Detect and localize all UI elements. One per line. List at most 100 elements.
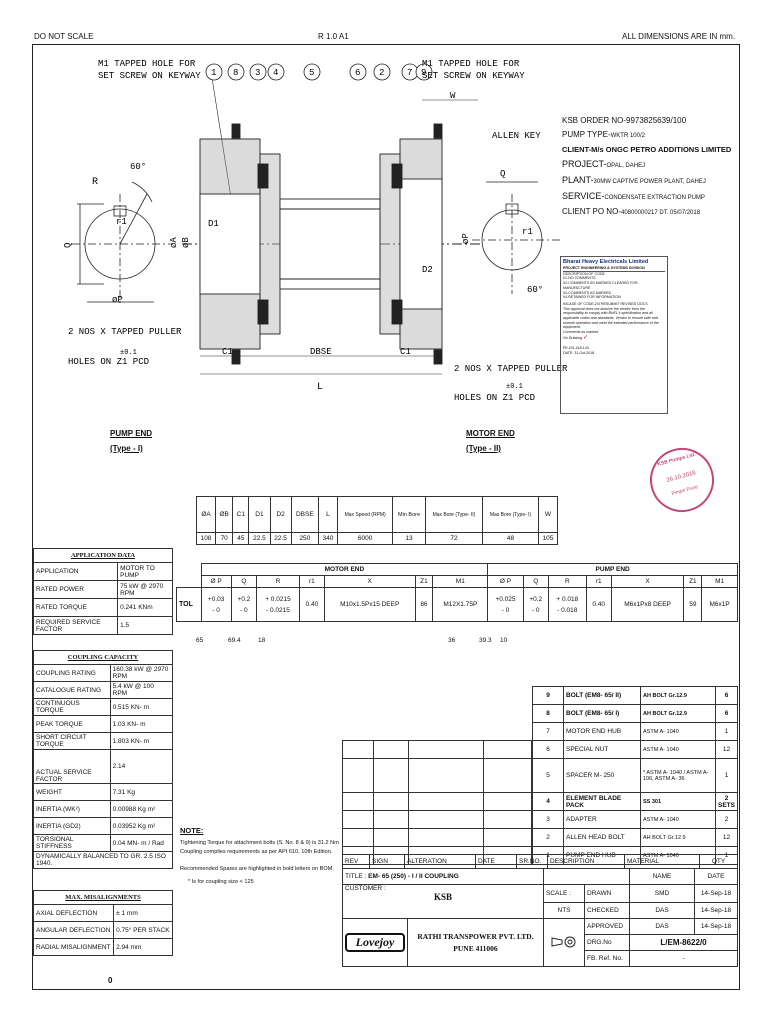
- bom-material: * ASTM A- 1040 / ASTM A- 106, ASTM A- 36: [640, 758, 716, 793]
- tol-head: X: [610, 575, 685, 588]
- dim-dbse: DBSE: [310, 347, 332, 357]
- bom-desc: MOTOR END HUB: [563, 722, 641, 741]
- logo-cell: Lovejoy: [342, 918, 408, 967]
- bhel-on-drawing: On Drawing ✓: [563, 334, 589, 341]
- customer-cell: CUSTOMER :KSB: [342, 884, 544, 919]
- dim-q-right: Q: [500, 169, 505, 179]
- dim-val-a: 108: [195, 532, 217, 545]
- misalignment-value: ± 1 mm: [113, 904, 173, 922]
- callout-right-1: M1 TAPPED HOLE FOR: [422, 59, 520, 69]
- qty-header: QTY: [699, 854, 738, 869]
- app-row-value: 75 kW @ 2970 RPM: [117, 580, 173, 599]
- capacity-value: 5.4 kW @ 100 RPM: [109, 681, 174, 699]
- ksb-info-block: KSB ORDER NO-9973825639/100 PUMP TYPE-WK…: [562, 114, 738, 220]
- dim-d2: D2: [422, 265, 433, 275]
- balloon-9: 9: [421, 68, 426, 78]
- description-header: DESCRIPTION: [547, 854, 625, 869]
- coupling-capacity-title: COUPLING CAPACITY: [33, 650, 173, 665]
- name-header: NAME: [629, 868, 695, 885]
- bom-qty: 2 SETS: [715, 792, 738, 811]
- dim-head-speed: Max Speed (RPM): [336, 496, 394, 533]
- bhel-code-2: 02-COMMENTS AS MARKED CLEARED FOR MANUFA…: [563, 281, 638, 290]
- app-row-label: APPLICATION: [32, 562, 119, 581]
- balloon-6: 6: [355, 68, 360, 78]
- note-line: Recommended Spares are highlighted in bo…: [180, 866, 334, 872]
- bom-material: ASTM A- 1040: [640, 810, 716, 829]
- dimensions-note: ALL DIMENSIONS ARE IN mm.: [622, 32, 736, 41]
- dim-val-speed: 6000: [336, 532, 394, 545]
- misalignment-label: AXIAL DEFLECTION: [32, 904, 115, 922]
- title-block: TITLE : EM- 65 (250) - I / II COUPLING N…: [342, 868, 738, 967]
- pump-type: PUMP TYPE-WKTR 100/2: [562, 130, 645, 139]
- app-row-value: 1.5: [117, 616, 173, 635]
- puller-left-1: 2 NOS X TAPPED PULLER: [68, 327, 182, 337]
- dim-r: R: [92, 177, 98, 188]
- motor-r1: 0.40: [298, 587, 325, 622]
- application-data-title: APPLICATION DATA: [33, 548, 173, 563]
- bhel-doc-no: PE-DG-418-143: [563, 346, 589, 351]
- client-po: CLIENT PO NO-40800000217 DT. 05/07/2018: [562, 207, 701, 216]
- motor-q-value: 69.4: [228, 637, 241, 644]
- dim-val-minbore: 13: [392, 532, 426, 545]
- scale-value: NTS: [543, 902, 585, 919]
- dim-val-d1: 22.5: [248, 532, 271, 545]
- capacity-value: 0.04 MN- m / Rad: [109, 834, 174, 852]
- pump-r-tol: + 0.018- 0.018: [547, 587, 587, 622]
- tol-head: Q: [522, 575, 549, 588]
- bhel-date: DATE: 31-Oct-2018: [563, 351, 595, 356]
- tol-head: r1: [298, 575, 325, 588]
- capacity-value: 0.03952 Kg m²: [109, 817, 174, 835]
- balloon-row: [205, 63, 433, 81]
- sign-header: SIGN: [369, 854, 405, 869]
- pump-end-type: (Type - I): [110, 444, 143, 453]
- material-header: MATERIAL: [624, 854, 700, 869]
- dim-r1-right: r1: [522, 227, 533, 237]
- bom-sr: 6: [532, 740, 564, 759]
- motor-end-view: [472, 181, 562, 294]
- motor-r-value: 18: [258, 637, 266, 644]
- dim-val-dbse: 250: [290, 532, 319, 545]
- approved-date: 14-Sep-18: [694, 918, 738, 935]
- motor-m1: M12X1.75P: [432, 587, 489, 622]
- tolerance-table: MOTOR END PUMP END Ø P Q R r1 X Z1 M1 Ø …: [176, 563, 738, 622]
- pump-q-tol: +0.2- 0: [522, 587, 549, 622]
- dim-val-w: 105: [537, 532, 559, 545]
- motor-q-tol: +0.2- 0: [230, 587, 257, 622]
- fb-ref-label: FB. Ref. No.: [584, 950, 630, 967]
- dim-val-maxbore2: 72: [424, 532, 484, 545]
- capacity-value: 0.00988 Kg m²: [109, 800, 174, 818]
- callout-left-2: SET SCREW ON KEYWAY: [98, 71, 201, 81]
- project: PROJECT-OPAL, DAHEJ: [562, 159, 646, 169]
- bhel-note: INCASE OF CODE-2/3 RESUBMIT REVISED DOCS: [563, 301, 648, 306]
- bom-qty: 12: [715, 740, 738, 759]
- bhel-division: PROJECT ENGINEERING & SYSTEMS DIVISION: [563, 266, 665, 272]
- motor-end-header: MOTOR END: [200, 563, 489, 576]
- drg-number: L/EM-8622/0: [629, 934, 738, 951]
- drawn-date: 14-Sep-18: [694, 884, 738, 903]
- note-line: * Is for coupling size < 125: [188, 879, 254, 885]
- dim-head-b: ØB: [215, 496, 234, 533]
- bom-qty: 6: [715, 704, 738, 723]
- app-row-label: REQUIRED SERVICE FACTOR: [32, 616, 119, 635]
- drawing-title: EM- 65 (250) - I / II COUPLING: [368, 873, 459, 880]
- capacity-value: 7.31 Kg: [109, 783, 174, 801]
- capacity-value: 1.803 KN- m: [109, 732, 174, 750]
- capacity-value: 2.14: [109, 749, 174, 784]
- customer-name: KSB: [433, 892, 452, 902]
- balloon-3: 3: [255, 68, 260, 78]
- ksb-order: KSB ORDER NO-9973825639/100: [562, 116, 687, 125]
- tol-head: Z1: [414, 575, 434, 588]
- capacity-label: INERTIA (GD2): [33, 817, 111, 835]
- balloon-8: 8: [233, 68, 238, 78]
- check-mark-icon: ✓: [582, 334, 589, 341]
- dim-head-maxbore1: Max Bore (Type- I): [482, 496, 539, 533]
- motor-end-title: MOTOR END (Type - II): [466, 426, 515, 456]
- bom-material: AH BOLT Gr.12.9: [640, 686, 716, 705]
- date-col-header: DATE: [694, 868, 738, 885]
- bom-qty: 2: [715, 810, 738, 829]
- tol-head: Z1: [683, 575, 703, 588]
- bom-sr: 5: [532, 758, 564, 793]
- bom-sr: 7: [532, 722, 564, 741]
